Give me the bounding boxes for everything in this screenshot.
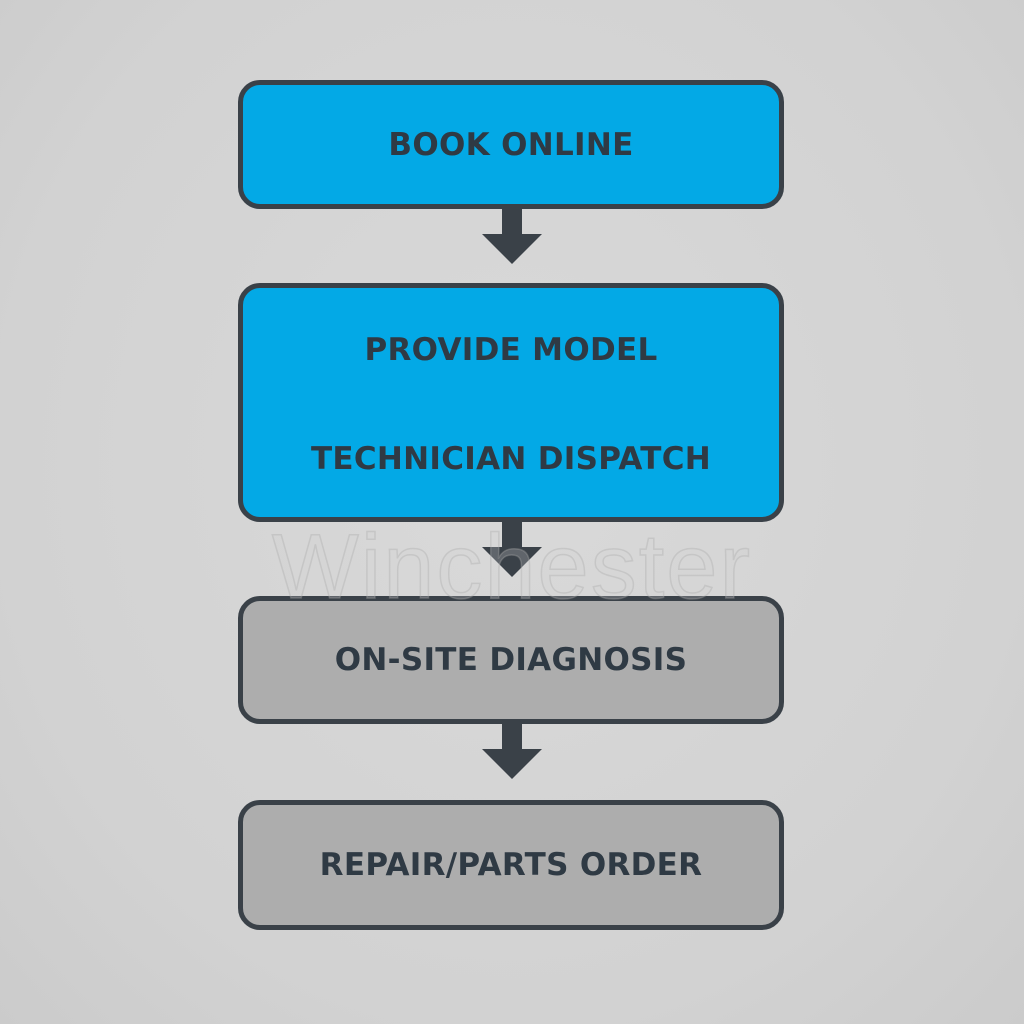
arrow-down-icon	[482, 208, 542, 264]
step-label-provide-model: PROVIDE MODEL	[364, 332, 658, 368]
step-on-site-diagnosis: ON-SITE DIAGNOSIS	[238, 596, 784, 724]
step-label: ON-SITE DIAGNOSIS	[334, 642, 688, 678]
arrow-down-icon	[482, 723, 542, 779]
step-provide-model-technician-dispatch: PROVIDE MODEL TECHNICIAN DISPATCH	[238, 283, 784, 522]
step-label: REPAIR/PARTS ORDER	[319, 847, 703, 883]
step-book-online: BOOK ONLINE	[238, 80, 784, 209]
arrow-down-icon	[482, 521, 542, 577]
step-label-technician-dispatch: TECHNICIAN DISPATCH	[310, 441, 712, 477]
step-label: BOOK ONLINE	[388, 126, 634, 163]
step-repair-parts-order: REPAIR/PARTS ORDER	[238, 800, 784, 930]
